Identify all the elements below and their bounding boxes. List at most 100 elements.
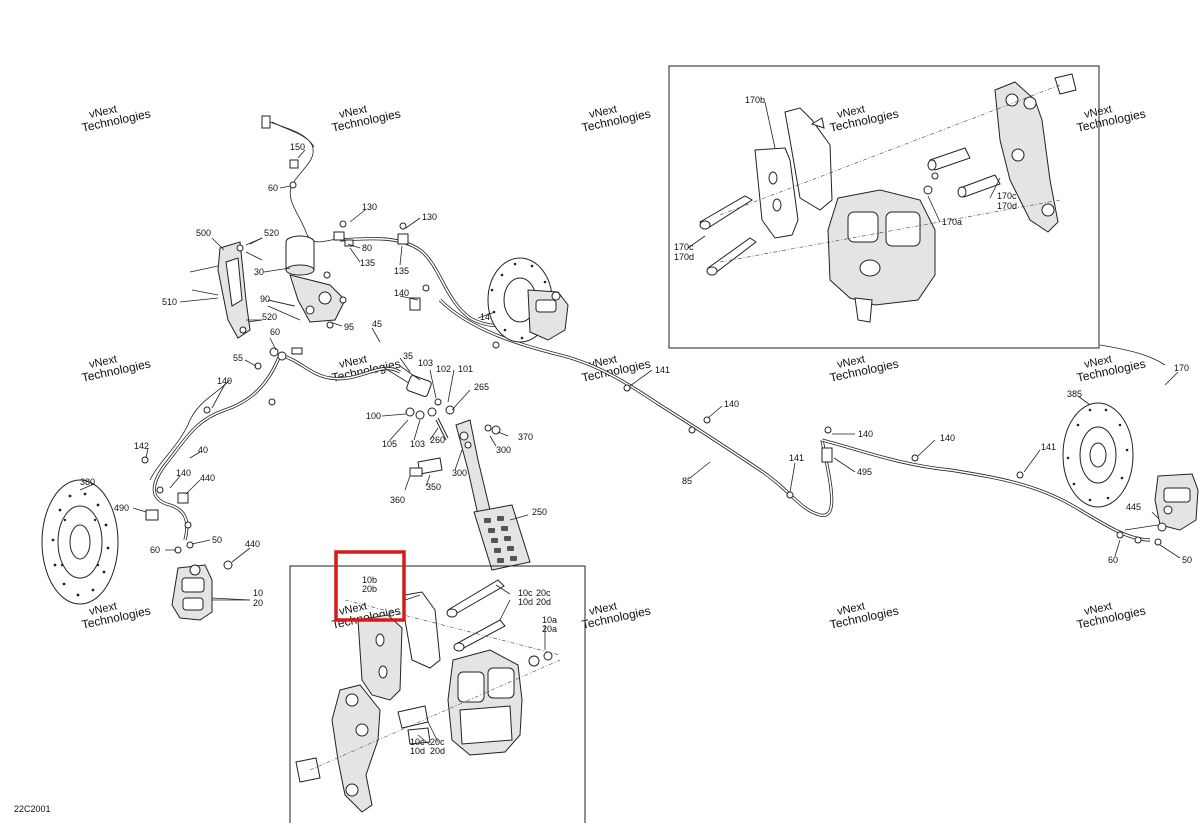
callout-140: 140 xyxy=(394,288,409,298)
master-cylinder xyxy=(267,235,347,329)
callout-170d: 170d xyxy=(674,252,694,262)
callout-60: 60 xyxy=(150,545,160,555)
bracket-500 xyxy=(189,237,263,339)
fittings xyxy=(141,115,1162,570)
callouts: 150 60 130 130 80 135 135 500 520 30 90 … xyxy=(80,95,1192,756)
svg-text:vNext: vNext xyxy=(588,600,618,618)
callout-60: 60 xyxy=(268,183,278,193)
callout-140: 140 xyxy=(176,468,191,478)
callout-20d: 20d xyxy=(536,597,551,607)
callout-130: 130 xyxy=(422,212,437,222)
callout-170c: 170c xyxy=(674,242,694,252)
callout-141: 141 xyxy=(1041,442,1056,452)
callout-130: 130 xyxy=(362,202,377,212)
callout-14: 14 xyxy=(480,312,490,322)
svg-text:vNext: vNext xyxy=(338,103,368,121)
callout-360: 360 xyxy=(390,495,405,505)
hose-85 xyxy=(438,298,834,517)
callout-10d: 10d xyxy=(410,746,425,756)
inset-rear-caliper xyxy=(668,65,1100,349)
callout-490: 490 xyxy=(114,503,129,513)
callout-103: 103 xyxy=(418,358,433,368)
callout-10: 10 xyxy=(253,588,263,598)
callout-10c: 10c xyxy=(410,737,425,747)
callout-80: 80 xyxy=(362,243,372,253)
caliper-front-left xyxy=(171,564,250,621)
callout-440: 440 xyxy=(200,473,215,483)
callout-265: 265 xyxy=(474,382,489,392)
callout-35: 35 xyxy=(403,351,413,361)
callout-55: 55 xyxy=(233,353,243,363)
hose-40 xyxy=(152,353,401,541)
callout-10c: 10c xyxy=(518,588,533,598)
callout-170: 170 xyxy=(1174,363,1189,373)
callout-520: 520 xyxy=(262,312,277,322)
callout-20c: 20c xyxy=(430,737,445,747)
callout-45: 45 xyxy=(372,319,382,329)
callout-135: 135 xyxy=(360,258,375,268)
callout-105: 105 xyxy=(382,439,397,449)
callout-350: 350 xyxy=(426,482,441,492)
callout-495: 495 xyxy=(857,467,872,477)
callout-140: 140 xyxy=(217,376,232,386)
callout-140: 140 xyxy=(724,399,739,409)
svg-text:vNext: vNext xyxy=(588,103,618,121)
callout-102: 102 xyxy=(436,364,451,374)
callout-385: 385 xyxy=(1067,389,1082,399)
callout-170c: 170c xyxy=(997,191,1017,201)
wire-150 xyxy=(269,121,346,243)
callout-170a: 170a xyxy=(942,217,962,227)
brake-pedal xyxy=(382,366,531,571)
pad-170b-inner xyxy=(784,107,833,211)
callout-50: 50 xyxy=(1182,555,1192,565)
disc-front-right xyxy=(487,257,569,349)
diagram-code: 22C2001 xyxy=(14,804,51,814)
callout-250: 250 xyxy=(532,507,547,517)
svg-text:vNext: vNext xyxy=(338,353,368,371)
svg-text:vNext: vNext xyxy=(88,353,118,371)
caliper-body xyxy=(827,189,936,306)
pad-10b-outer xyxy=(357,614,403,701)
callout-510: 510 xyxy=(162,297,177,307)
callout-170b: 170b xyxy=(745,95,765,105)
callout-20b: 20b xyxy=(362,584,377,594)
callout-140: 140 xyxy=(858,429,873,439)
svg-text:vNext: vNext xyxy=(836,353,866,371)
callout-150: 150 xyxy=(290,142,305,152)
callout-101: 101 xyxy=(458,364,473,374)
callout-300: 300 xyxy=(452,468,467,478)
svg-text:vNext: vNext xyxy=(1083,600,1113,618)
svg-text:vNext: vNext xyxy=(836,600,866,618)
callout-142: 142 xyxy=(134,441,149,451)
callout-135: 135 xyxy=(394,266,409,276)
leader-lines xyxy=(79,101,1181,746)
disc-385 xyxy=(1062,402,1199,532)
callout-170d: 170d xyxy=(997,201,1017,211)
callout-103: 103 xyxy=(410,439,425,449)
callout-95: 95 xyxy=(344,322,354,332)
svg-text:vNext: vNext xyxy=(338,600,368,618)
callout-60: 60 xyxy=(270,327,280,337)
bracket-170c xyxy=(994,81,1059,233)
svg-text:vNext: vNext xyxy=(1083,353,1113,371)
callout-90: 90 xyxy=(260,294,270,304)
callout-10b: 10b xyxy=(362,575,377,585)
callout-20a: 20a xyxy=(542,624,557,634)
callout-440: 440 xyxy=(245,539,260,549)
callout-100: 100 xyxy=(366,411,381,421)
callout-20: 20 xyxy=(253,598,263,608)
callout-445: 445 xyxy=(1126,502,1141,512)
disc-380 xyxy=(41,479,119,605)
callout-500: 500 xyxy=(196,228,211,238)
callout-520: 520 xyxy=(264,228,279,238)
